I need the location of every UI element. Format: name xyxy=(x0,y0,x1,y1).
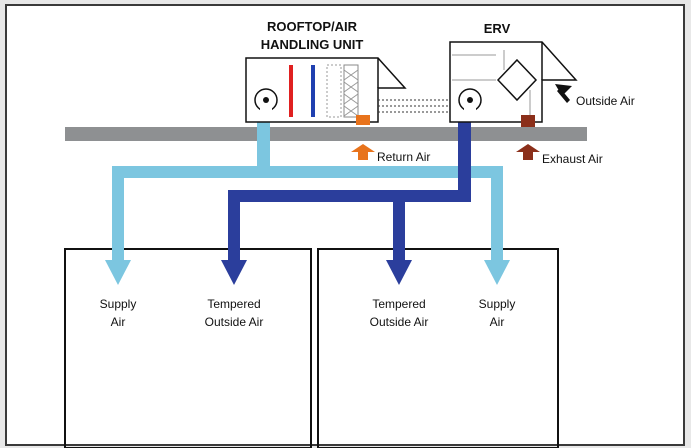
roof-deck xyxy=(65,127,587,141)
tempered-arrow-left xyxy=(221,260,247,285)
exhaust-air-label: Exhaust Air xyxy=(542,152,603,166)
filter xyxy=(326,64,342,118)
erv-title: ERV xyxy=(484,21,511,36)
room-left xyxy=(64,248,312,448)
return-air-arrow xyxy=(351,144,375,160)
ahu-title-line2: HANDLING UNIT xyxy=(261,37,364,52)
room2-tempered-line2: Outside Air xyxy=(370,315,429,329)
room1-tempered-line2: Outside Air xyxy=(205,315,264,329)
room2-supply-line2: Air xyxy=(490,315,505,329)
tempered-duct xyxy=(221,112,471,285)
outside-air-label: Outside Air xyxy=(576,94,635,108)
supply-duct xyxy=(105,112,510,285)
room1-supply-line1: Supply xyxy=(100,297,137,311)
room1-tempered-line1: Tempered xyxy=(207,297,260,311)
tempered-arrow-right xyxy=(386,260,412,285)
exhaust-air-arrow xyxy=(516,144,540,160)
heat-exchanger-core xyxy=(496,58,538,102)
return-air-label: Return Air xyxy=(377,150,430,164)
room2-supply-line1: Supply xyxy=(479,297,516,311)
return-opening xyxy=(356,115,370,125)
erv-unit xyxy=(449,41,578,127)
ahu-title-line1: ROOFTOP/AIR xyxy=(267,19,358,34)
room-right xyxy=(317,248,559,448)
exhaust-opening xyxy=(521,115,535,127)
room2-tempered-line1: Tempered xyxy=(372,297,425,311)
unit-connection xyxy=(378,99,450,113)
heating-coil xyxy=(289,65,293,117)
supply-arrow-right xyxy=(484,260,510,285)
cooling-coil xyxy=(311,65,315,117)
supply-arrow-left xyxy=(105,260,131,285)
room1-supply-line2: Air xyxy=(111,315,126,329)
rooftop-ahu xyxy=(245,57,407,125)
outside-air-arrow xyxy=(555,84,572,103)
